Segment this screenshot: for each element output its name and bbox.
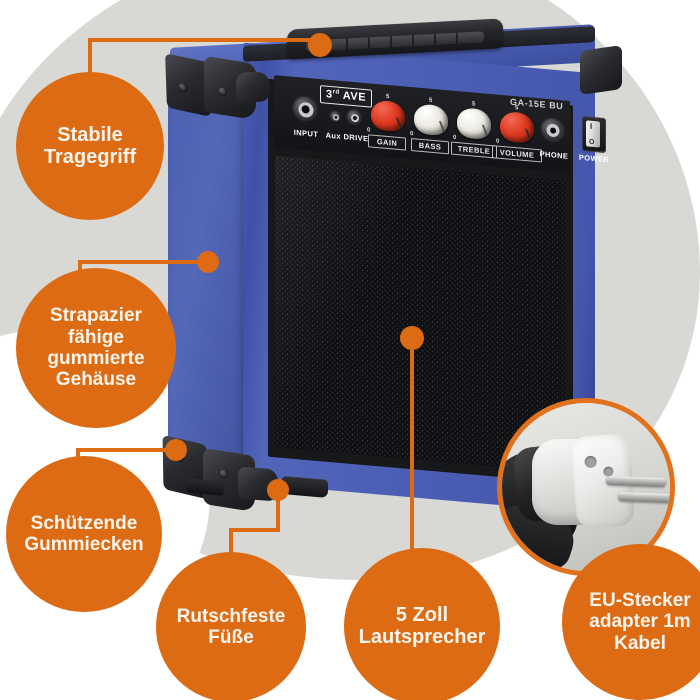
anchor-dot-housing xyxy=(197,251,219,273)
leader-housing xyxy=(78,260,204,270)
callout-speaker-line1: 5 Zoll xyxy=(395,603,449,626)
callout-handle-line2: Tragegriff xyxy=(43,146,137,168)
callout-plug[interactable]: EU-Stecker adapter 1m Kabel xyxy=(562,544,700,700)
callout-feet[interactable]: Rutschfeste Füße xyxy=(156,552,306,700)
callout-housing-line4: Gehäuse xyxy=(55,369,137,391)
callout-housing-line2: fähige xyxy=(68,326,124,348)
plug-pin-lower xyxy=(617,492,670,503)
callout-speaker-line2: Lautsprecher xyxy=(358,626,486,648)
callout-feet-line1: Rutschfeste xyxy=(176,605,286,627)
leader-feet xyxy=(229,494,280,556)
callout-corners-line1: Schützende xyxy=(30,512,138,534)
callout-plug-line3: Kabel xyxy=(614,632,666,654)
callout-handle-line1: Stabile xyxy=(57,123,123,146)
callout-speaker[interactable]: 5 Zoll Lautsprecher xyxy=(344,548,500,700)
callout-housing-line3: gummierte xyxy=(47,348,145,369)
leader-handle xyxy=(88,38,316,74)
callout-plug-line2: adapter 1m xyxy=(589,611,691,633)
callout-housing[interactable]: Strapazier fähige gummierte Gehäuse xyxy=(16,268,176,428)
callout-handle[interactable]: Stabile Tragegriff xyxy=(16,72,164,220)
anchor-dot-corners xyxy=(165,439,187,461)
anchor-dot-speaker xyxy=(400,326,424,350)
leader-corners xyxy=(76,448,172,458)
callout-plug-line1: EU-Stecker xyxy=(589,590,691,612)
callout-corners[interactable]: Schützende Gummiecken xyxy=(6,456,162,612)
plug-socket-hole-upper xyxy=(584,455,598,469)
callout-corners-line2: Gummiecken xyxy=(24,534,144,555)
anchor-dot-handle xyxy=(308,33,332,57)
anchor-dot-feet xyxy=(267,479,289,501)
callout-housing-line1: Strapazier xyxy=(50,305,142,327)
eu-plug-adapter-inset xyxy=(497,398,675,576)
callout-feet-line2: Füße xyxy=(208,627,254,648)
